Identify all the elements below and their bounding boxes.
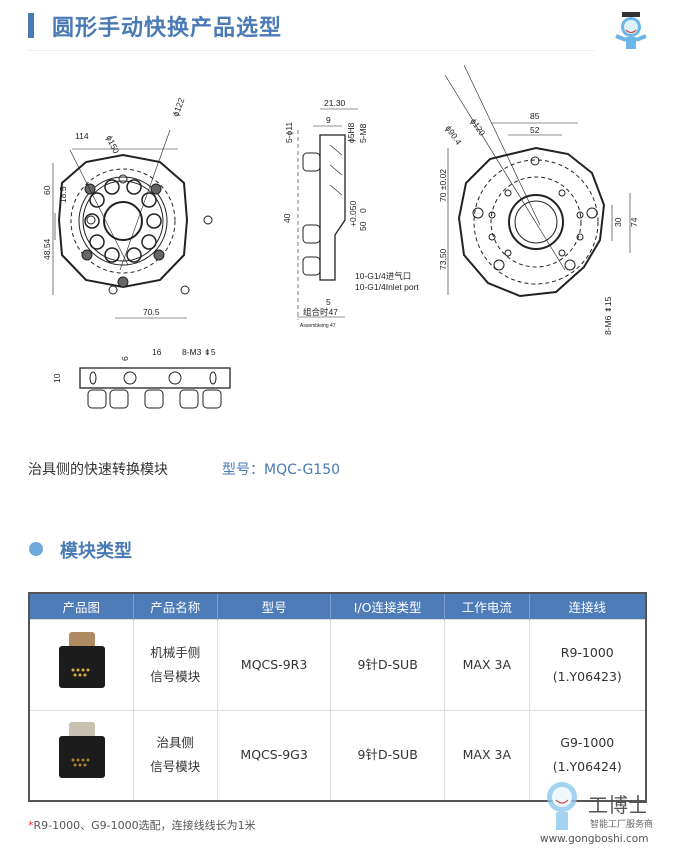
dim-48-54: 48.54 (42, 238, 52, 260)
dim-10: 10 (52, 373, 62, 383)
dim-70: 70 ±0.02 (438, 169, 448, 202)
dim-tol: +0.050 (348, 200, 358, 227)
dim-40: 40 (282, 213, 292, 223)
watermark-slogan: 智能工厂服务商 (590, 820, 654, 830)
drawing-caption: 治具侧的快速转换模块 (28, 462, 168, 478)
dim-52: 52 (530, 125, 540, 135)
section-title: 模块类型 (60, 541, 132, 562)
watermark-brand: 工博士 (588, 793, 648, 817)
dsub-connector-image (59, 722, 106, 779)
product-image-cell (28, 618, 134, 711)
col-header: 工作电流 (444, 593, 530, 619)
page-title: 圆形手动快换产品选型 (52, 16, 283, 41)
dim-d120: ϕ120 (468, 116, 487, 137)
dim-60: 60 (42, 185, 52, 195)
col-header: 产品名称 (133, 593, 218, 619)
dim-tol-0: 0 (358, 208, 368, 213)
dim-d122: ϕ122 (170, 96, 186, 117)
dim-73-50: 73.50 (438, 248, 448, 270)
bottom-view: 10 6 16 8-M3 ⇟5 (52, 347, 231, 409)
dim-30: 30 (613, 217, 623, 227)
module-table: 产品图 产品名称 型号 I/O连接类型 工作电流 连接线 机械手侧信号模块 MQ… (28, 592, 647, 802)
product-image-cell (28, 709, 134, 802)
dim-5-d11: 5-ϕ11 (284, 122, 294, 143)
dim-5: 5 (326, 297, 331, 307)
section-bullet (29, 542, 43, 556)
col-header: 型号 (217, 593, 332, 619)
inlet-port-label-en: 10-G1/4Inlet port (355, 282, 419, 292)
cable-cell: R9-1000(1.Y06423) (528, 618, 647, 711)
dim-50: 50 (358, 221, 368, 231)
col-header: 连接线 (529, 593, 647, 619)
dim-85: 85 (530, 111, 540, 121)
dim-d90-4: ϕ90.4 (443, 123, 464, 146)
io-type-cell: 9针D-SUB (330, 618, 446, 711)
dim-18-5: 18.5 (58, 186, 68, 203)
title-divider (28, 50, 594, 51)
side-view: 21.30 9 5-ϕ11 ϕ5H8 5-M8 40 +0.050 0 50 1… (282, 98, 419, 329)
front-view: 114 ϕ150 ϕ122 60 18.5 48.54 70.5 (42, 96, 213, 319)
dim-8-m6: 8-M6 ⇟15 (603, 296, 613, 335)
dim-5-m8: 5-M8 (358, 123, 368, 143)
dim-74: 74 (629, 217, 639, 227)
inlet-port-label-cn: 10-G1/4进气口 (355, 271, 411, 281)
table-row: 治具侧信号模块 MQCS-9G3 9针D-SUB MAX 3A G9-1000(… (28, 709, 647, 802)
dim-114: 114 (75, 131, 89, 141)
current-cell: MAX 3A (444, 709, 530, 802)
dim-21-30: 21.30 (324, 98, 346, 108)
dim-8-m3: 8-M3 ⇟5 (182, 347, 216, 357)
dim-d5h8: ϕ5H8 (346, 122, 356, 143)
dim-16: 16 (152, 347, 162, 357)
dsub-connector-image (59, 631, 106, 688)
model-cell: MQCS-9R3 (216, 618, 332, 711)
dim-d150: ϕ150 (104, 134, 121, 156)
footnote: *R9-1000、G9-1000选配，连接线线长为1米 (28, 819, 256, 832)
mascot-icon (547, 782, 577, 830)
dim-70-5: 70.5 (143, 307, 160, 317)
watermark-url: www.gongboshi.com (540, 833, 649, 845)
col-header: I/O连接类型 (330, 593, 446, 619)
title-accent-bar (28, 13, 34, 38)
model-cell: MQCS-9G3 (216, 709, 332, 802)
dim-9: 9 (326, 115, 331, 125)
product-name: 治具侧信号模块 (132, 709, 218, 802)
model-number: 型号：MQC-G150 (222, 462, 341, 478)
io-type-cell: 9针D-SUB (330, 709, 446, 802)
assembly-label-cn: 组合时47 (303, 307, 338, 317)
table-row: 机械手侧信号模块 MQCS-9R3 9针D-SUB MAX 3A R9-1000… (28, 618, 647, 711)
table-header: 产品图 产品名称 型号 I/O连接类型 工作电流 连接线 (29, 593, 647, 619)
assembly-label-en: Assembleing 47 (300, 323, 336, 329)
technical-drawing: 114 ϕ150 ϕ122 60 18.5 48.54 70.5 21.30 9… (42, 64, 639, 409)
mascot-icon (615, 12, 647, 49)
watermark-logo: 工博士 智能工厂服务商 www.gongboshi.com (540, 775, 670, 855)
product-name: 机械手侧信号模块 (132, 618, 218, 711)
back-view: 85 52 ϕ120 ϕ90.4 70 ±0.02 73.50 30 74 8-… (438, 64, 639, 335)
col-header: 产品图 (29, 593, 134, 619)
cable-cell: G9-1000(1.Y06424) (528, 709, 647, 802)
dim-6: 6 (120, 356, 130, 361)
current-cell: MAX 3A (444, 618, 530, 711)
